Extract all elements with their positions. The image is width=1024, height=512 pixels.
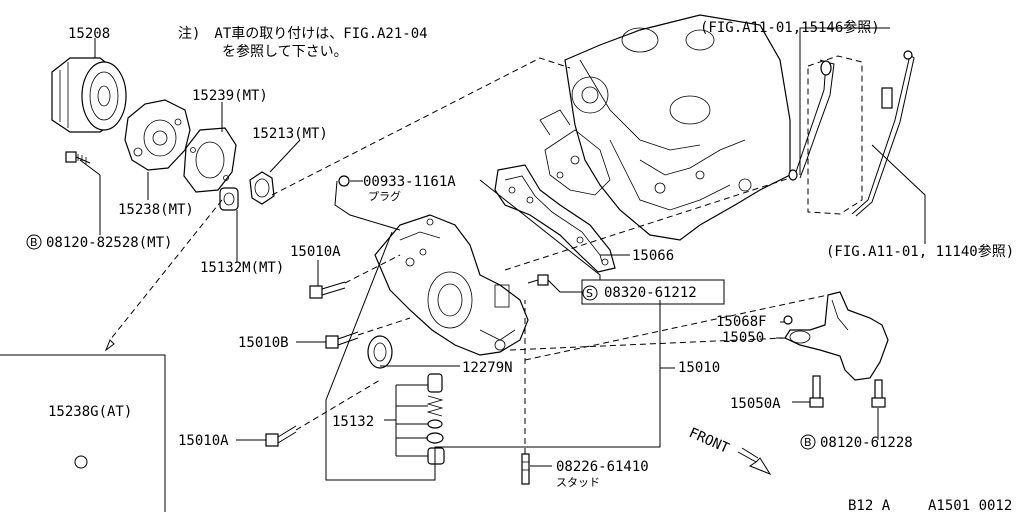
connector-15213-drawing	[249, 171, 275, 205]
bolt-08320-drawing	[527, 274, 549, 286]
label-08120-82528mt: 08120-82528(MT)	[46, 235, 172, 251]
label-15213mt: 15213(MT)	[252, 126, 328, 142]
filter-bracket-15238-drawing	[124, 99, 191, 171]
label-plug: プラグ	[368, 189, 401, 203]
oil-pump-15010-drawing	[374, 214, 529, 356]
label-15010a-upper: 15010A	[290, 244, 341, 260]
svg-text:B: B	[804, 436, 812, 449]
plug-00933-drawing	[338, 175, 350, 187]
gasket-15239-drawing	[183, 127, 237, 193]
label-figure-code: A1501 0012	[928, 498, 1012, 512]
dipstick-drawing	[851, 50, 915, 217]
label-15066: 15066	[632, 248, 674, 264]
at-part-symbol	[74, 455, 88, 469]
label-fig-a11-01-15146: (FIG.A11-01,15146参照)	[700, 19, 880, 36]
label-00933-1161a: 00933-1161A	[363, 174, 456, 190]
label-15238g-at: 15238G(AT)	[48, 404, 132, 420]
bush-15132m-drawing	[219, 187, 239, 211]
strainer-15050-drawing	[784, 291, 889, 381]
oil-filter-15208-drawing	[51, 57, 127, 133]
bolt-08120-82528-drawing	[65, 151, 91, 164]
label-15239mt: 15239(MT)	[192, 88, 268, 104]
bolt-15010b-drawing	[325, 331, 359, 349]
note-text-line2: を参照して下さい。	[222, 43, 348, 60]
bolt-15010a-lower-drawing	[265, 425, 297, 447]
bolt-15050a-drawing	[809, 375, 824, 408]
label-08320-61212: 08320-61212	[604, 285, 697, 301]
label-front: FRONT	[686, 425, 732, 457]
label-15010a-lower: 15010A	[178, 433, 229, 449]
label-fig-a11-01-11140: (FIG.A11-01, 11140参照)	[826, 243, 1014, 260]
label-15068f: 15068F	[716, 314, 767, 330]
circled-b-marker-1: B	[26, 234, 42, 250]
label-model-code: B12 A	[848, 498, 891, 512]
label-15132mmt: 15132M(MT)	[200, 260, 284, 276]
svg-text:B: B	[30, 236, 38, 249]
svg-text:S: S	[586, 287, 593, 300]
engine-block-drawing	[539, 14, 791, 241]
label-15010: 15010	[678, 360, 720, 376]
seal-12279n-drawing	[367, 335, 393, 369]
dipstick-dashed-boundary	[807, 55, 863, 215]
label-stud: スタッド	[556, 476, 600, 489]
label-15132: 15132	[332, 414, 374, 430]
label-12279n: 12279N	[462, 360, 513, 376]
o-ring-15068f-drawing	[783, 315, 793, 325]
label-08120-61228: 08120-61228	[820, 435, 913, 451]
front-direction-arrow	[737, 447, 772, 476]
label-08226-61410: 08226-61410	[556, 459, 649, 475]
label-15010b: 15010B	[238, 335, 289, 351]
bolt-08120-61228-drawing	[871, 379, 886, 408]
circled-b-marker-2: B	[800, 434, 816, 450]
label-15050a: 15050A	[730, 396, 781, 412]
bolt-15010a-upper-drawing	[309, 281, 346, 299]
label-15208: 15208	[68, 26, 110, 42]
stud-08226-drawing	[521, 453, 530, 485]
leader-lines	[0, 27, 926, 512]
label-15050: 15050	[722, 330, 764, 346]
circled-s-marker: S	[582, 285, 598, 301]
dipstick-guide-drawing	[788, 59, 835, 181]
label-15238mt: 15238(MT)	[118, 202, 194, 218]
note-text-line1: 注) AT車の取り付けは、FIG.A21-04	[178, 25, 428, 42]
